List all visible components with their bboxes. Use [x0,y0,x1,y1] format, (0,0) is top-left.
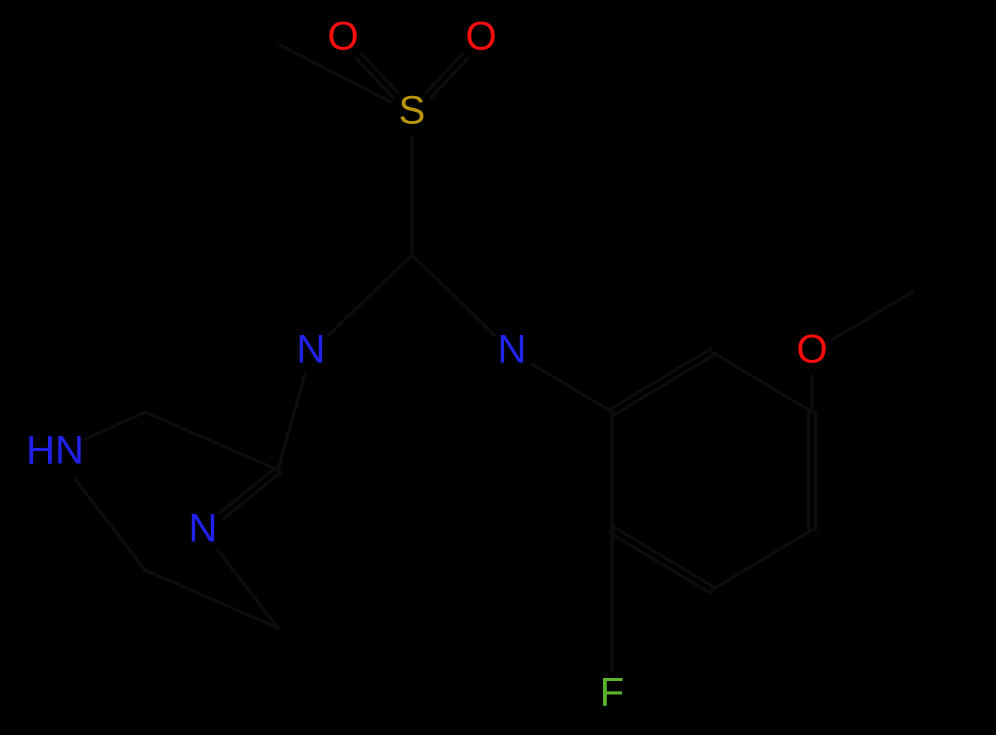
bond [424,52,469,100]
bond [710,350,814,414]
bond [276,373,307,472]
bond [410,253,497,337]
bond [278,43,393,104]
atom-label-f: F [600,671,624,715]
atom-label-n: N [189,507,218,551]
bond [806,410,818,532]
bond [326,253,414,337]
bond-layer [74,43,914,673]
atom-label-o: O [465,15,496,59]
bond [143,568,280,630]
bond [143,410,280,472]
bond [608,347,716,417]
bond [217,465,282,521]
atom-label-o: O [796,328,827,372]
bond [216,548,280,630]
bond [355,52,400,100]
atom-label-n: N [297,328,326,372]
bond [530,362,614,414]
atom-label-n: HN [26,429,84,473]
atom-label-n: N [498,328,527,372]
atom-label-s: S [399,89,426,133]
bond [710,528,814,592]
bond [84,410,147,441]
atom-label-o: O [327,15,358,59]
bond [74,478,147,572]
bond [608,525,716,595]
bond [830,290,914,342]
